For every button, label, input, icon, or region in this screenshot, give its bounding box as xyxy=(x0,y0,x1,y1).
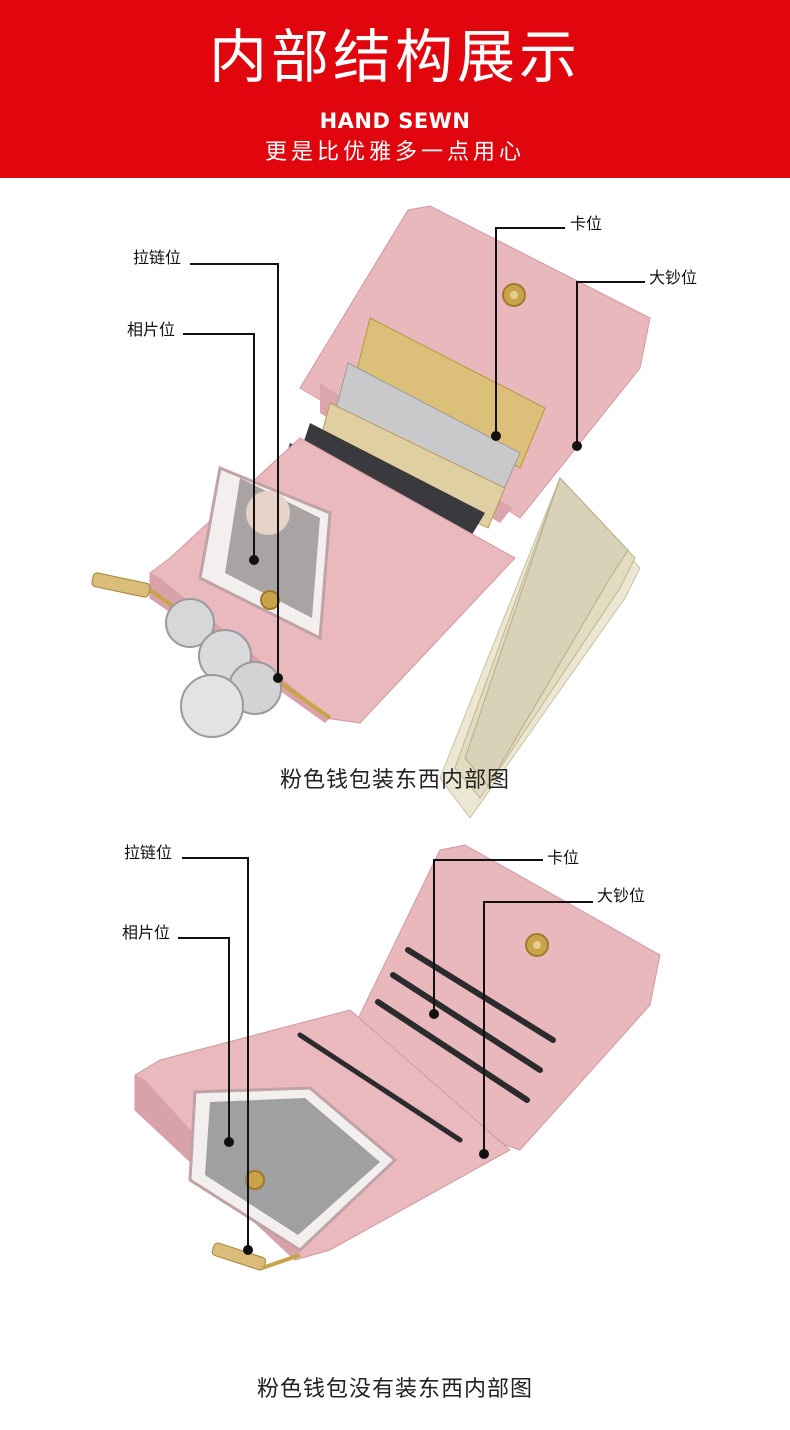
filled-wallet-illustration xyxy=(91,205,651,819)
subtitle-chinese: 更是比优雅多一点用心 xyxy=(264,140,525,165)
label-cash-slot: 大钞位 xyxy=(649,268,698,287)
label-zipper-slot: 拉链位 xyxy=(124,843,173,862)
wallet-top-flap xyxy=(354,844,661,1151)
zipper-pull-illustration xyxy=(211,1242,301,1271)
caption-empty-wallet: 粉色钱包没有装东西内部图 xyxy=(256,1377,533,1402)
label-card-slot: 卡位 xyxy=(547,848,580,867)
callout-lines xyxy=(178,857,593,1250)
label-card-slot: 卡位 xyxy=(570,214,603,233)
callout-lines xyxy=(183,227,645,678)
banknotes-illustration xyxy=(439,477,641,819)
caption-filled-wallet: 粉色钱包装东西内部图 xyxy=(279,768,510,793)
callout-dots xyxy=(249,431,582,683)
scene-filled-wallet: 拉链位 相片位 卡位 大钞位 粉色钱包装东西内部图 xyxy=(0,178,790,830)
callout-dots xyxy=(224,1009,489,1255)
label-cash-slot: 大钞位 xyxy=(597,886,646,905)
page-title: 内部结构展示 xyxy=(208,23,581,91)
scene-empty-wallet: 拉链位 相片位 卡位 大钞位 粉色钱包没有装东西内部图 xyxy=(0,830,790,1430)
label-photo-slot: 相片位 xyxy=(122,923,171,942)
label-photo-slot: 相片位 xyxy=(127,320,176,339)
subtitle-english: HAND SEWN xyxy=(319,109,471,133)
empty-wallet-illustration xyxy=(134,844,661,1271)
coins-illustration xyxy=(165,598,282,738)
header-banner: 内部结构展示 HAND SEWN 更是比优雅多一点用心 xyxy=(0,0,790,178)
label-zipper-slot: 拉链位 xyxy=(133,248,182,267)
